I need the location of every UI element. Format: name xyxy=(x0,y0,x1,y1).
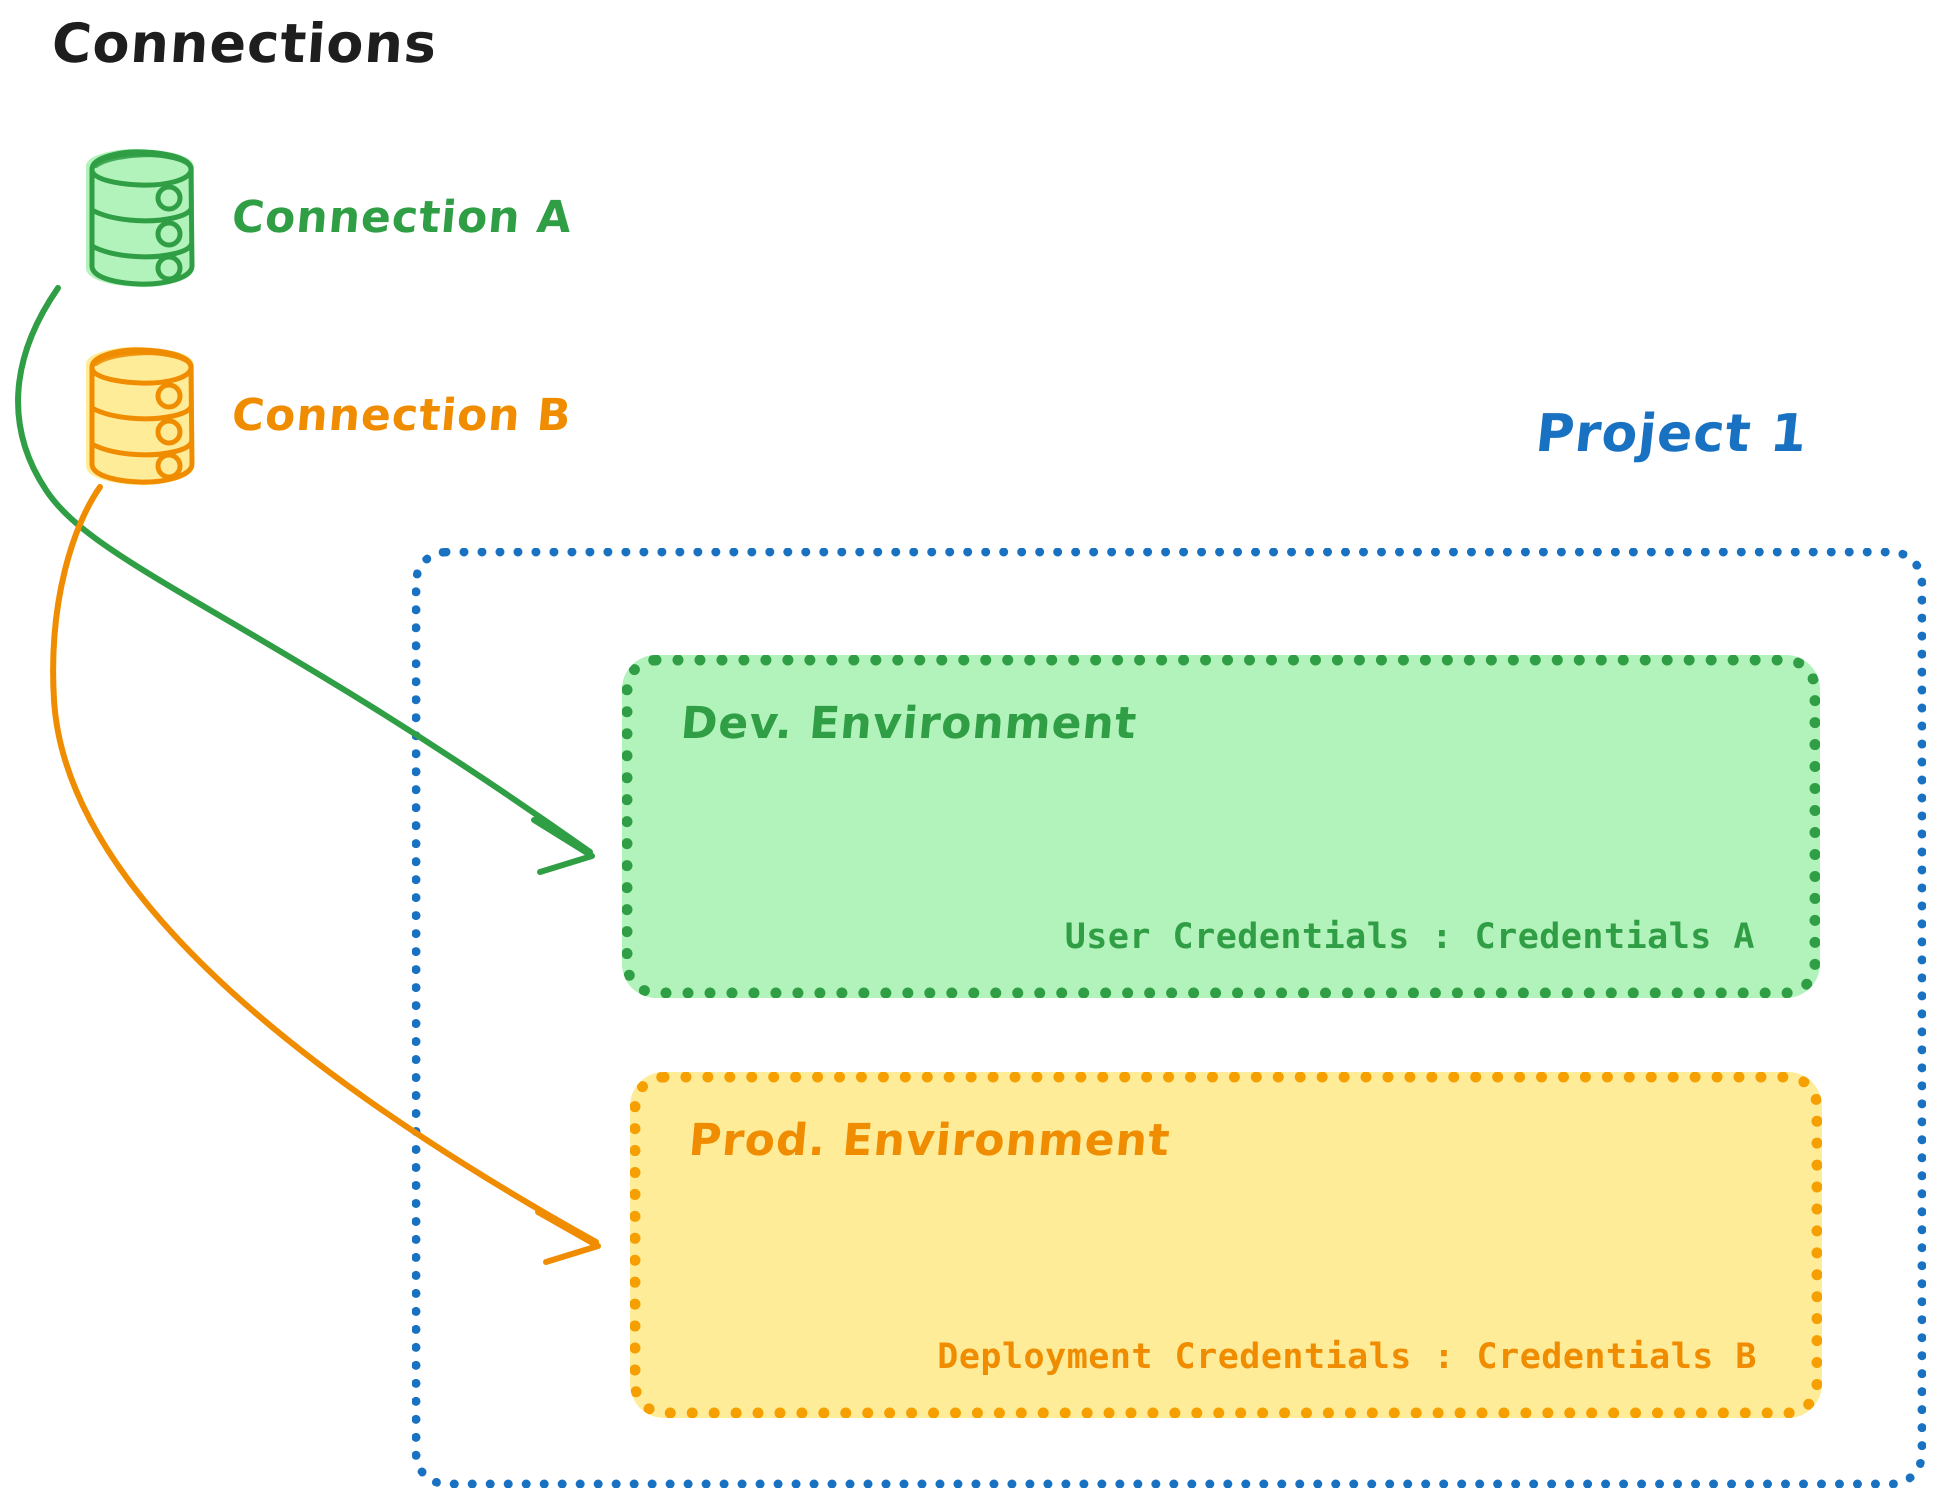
connection-b-label: Connection B xyxy=(229,389,574,441)
connection-item-a[interactable]: Connection A xyxy=(70,142,575,292)
dev-environment-title: Dev. Environment xyxy=(678,698,1140,749)
dev-environment-credentials: User Credentials : Credentials A xyxy=(1064,917,1755,957)
prod-environment-box[interactable]: Prod. Environment Deployment Credentials… xyxy=(630,1072,1822,1418)
dev-environment-box[interactable]: Dev. Environment User Credentials : Cred… xyxy=(622,655,1820,998)
prod-environment-title: Prod. Environment xyxy=(686,1115,1173,1166)
prod-environment-credentials: Deployment Credentials : Credentials B xyxy=(937,1337,1757,1377)
connections-heading: Connections xyxy=(49,12,440,75)
connection-item-b[interactable]: Connection B xyxy=(70,340,574,490)
project-label: Project 1 xyxy=(1532,404,1811,464)
database-cylinder-icon xyxy=(70,340,206,490)
database-cylinder-icon xyxy=(70,142,206,292)
connection-a-label: Connection A xyxy=(229,191,575,243)
